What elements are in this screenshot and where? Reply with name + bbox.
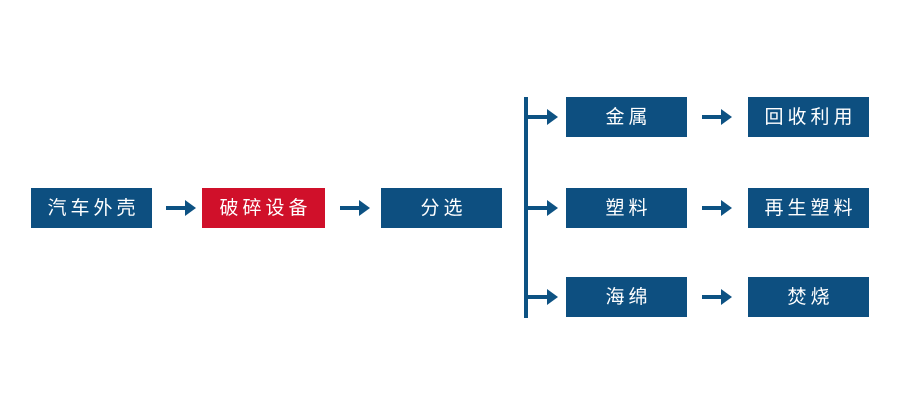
node-sorting[interactable]: 分选 [381,188,502,228]
arrow-shaft [340,206,361,210]
branch-arrow-to-plastic [526,196,559,220]
node-metal[interactable]: 金属 [566,97,687,137]
arrow-head [721,109,732,125]
branch-arrow-to-metal [526,105,559,129]
arrow-head [721,200,732,216]
arrow-head [547,200,558,216]
node-recycled-plastic[interactable]: 再生塑料 [748,188,869,228]
node-recycling-reuse[interactable]: 回收利用 [748,97,869,137]
arrow-shaft [166,206,187,210]
node-crushing-equipment[interactable]: 破碎设备 [202,188,325,228]
node-car-shell[interactable]: 汽车外壳 [31,188,152,228]
branch-arrow-to-sponge [526,285,559,309]
arrow-car-shell-to-crusher [166,196,196,220]
arrow-shaft [702,115,723,119]
arrow-head [547,289,558,305]
arrow-crusher-to-sorting [340,196,370,220]
arrow-shaft [526,295,549,299]
arrow-head [185,200,196,216]
arrow-shaft [526,115,549,119]
node-plastic[interactable]: 塑料 [566,188,687,228]
arrow-metal-to-recycling [702,105,732,129]
arrow-plastic-to-recycled-plastic [702,196,732,220]
arrow-shaft [702,295,723,299]
arrow-sponge-to-incineration [702,285,732,309]
arrow-head [359,200,370,216]
node-incineration[interactable]: 焚烧 [748,277,869,317]
arrow-head [547,109,558,125]
node-sponge[interactable]: 海绵 [566,277,687,317]
arrow-shaft [526,206,549,210]
arrow-head [721,289,732,305]
arrow-shaft [702,206,723,210]
